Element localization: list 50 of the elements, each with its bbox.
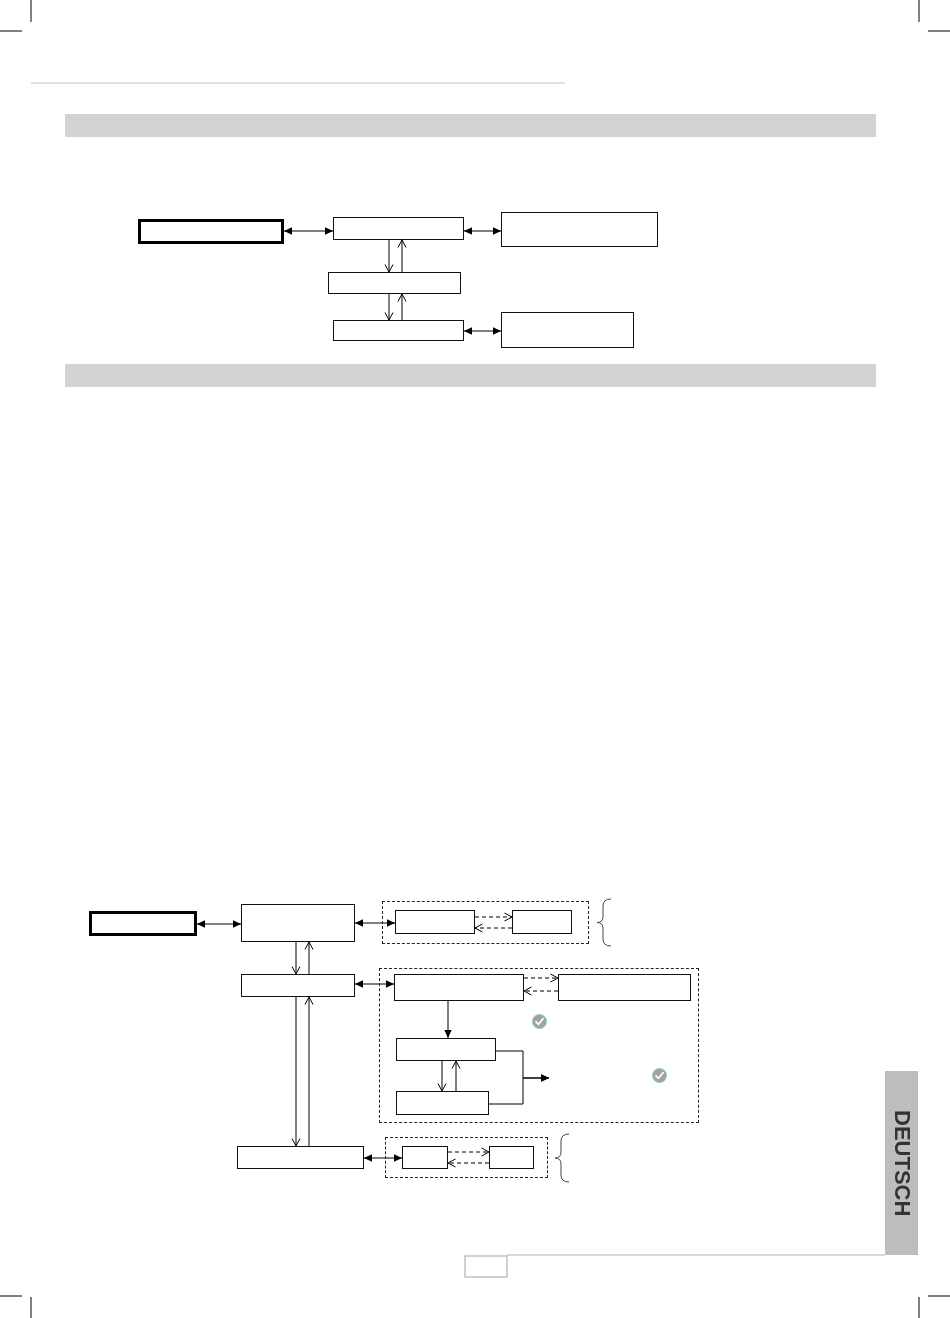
process-box <box>501 312 634 348</box>
double-arrow <box>283 227 334 235</box>
double-arrow <box>463 227 502 235</box>
bold-outline-box <box>89 911 197 936</box>
process-box <box>237 1146 364 1169</box>
dashed-group-frame <box>382 901 589 944</box>
process-box <box>328 272 461 294</box>
dashed-group-frame <box>385 1137 548 1178</box>
arrow <box>437 1060 447 1092</box>
bold-outline-box <box>138 219 284 244</box>
arrow <box>304 996 314 1147</box>
double-arrow <box>196 920 242 928</box>
process-box <box>333 217 464 240</box>
dashed-arrow <box>474 912 513 922</box>
process-box <box>395 910 475 934</box>
arrow <box>397 239 407 273</box>
process-box <box>333 320 464 341</box>
arrow <box>384 239 394 273</box>
process-box <box>394 974 524 1001</box>
dashed-arrow <box>523 973 559 983</box>
process-box <box>512 910 572 934</box>
arrow <box>444 1000 452 1039</box>
process-box <box>501 212 658 247</box>
dashed-arrow <box>447 1158 490 1168</box>
double-arrow <box>354 980 395 988</box>
arrow <box>451 1060 461 1092</box>
arrow <box>291 941 301 975</box>
arrow <box>304 941 314 975</box>
double-arrow <box>363 1154 403 1162</box>
language-tab <box>885 1071 918 1255</box>
process-box <box>558 974 691 1001</box>
dashed-arrow <box>474 923 513 933</box>
process-box <box>241 974 355 997</box>
process-box <box>402 1146 448 1169</box>
double-arrow <box>354 919 396 927</box>
dashed-arrow <box>447 1147 490 1157</box>
dashed-group-frame <box>379 968 699 1123</box>
arrow <box>291 996 301 1147</box>
section-band <box>65 114 876 137</box>
section-band <box>65 364 876 387</box>
process-box <box>489 1146 534 1169</box>
arrow <box>397 293 407 321</box>
process-box <box>241 904 355 942</box>
arrow <box>384 293 394 321</box>
process-box <box>396 1038 496 1061</box>
language-label: DEUTSCH <box>890 1109 913 1217</box>
double-arrow <box>463 327 502 335</box>
arrow <box>488 1074 550 1105</box>
dashed-arrow <box>523 986 559 996</box>
process-box <box>396 1091 489 1115</box>
